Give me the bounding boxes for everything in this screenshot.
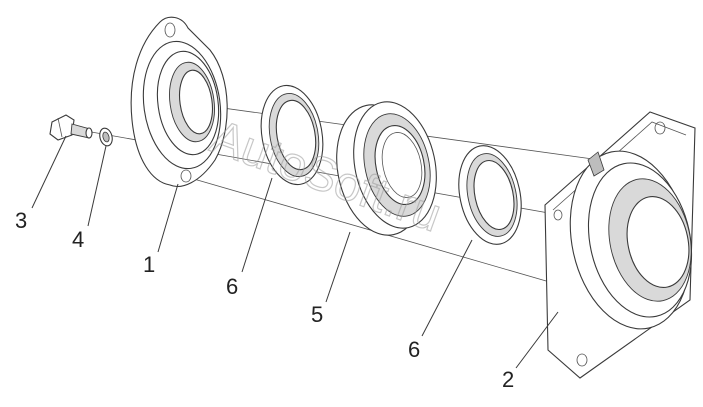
bearing-part: [336, 101, 437, 236]
callout-housing: 2: [502, 367, 514, 392]
callout-seal-right: 6: [408, 337, 420, 362]
bolt-part: [49, 114, 93, 141]
callout-washer: 4: [72, 227, 84, 252]
leader-lines: [31, 135, 559, 369]
callout-cover: 1: [143, 252, 155, 277]
housing-part: [544, 111, 696, 379]
callout-seal-left: 6: [226, 274, 238, 299]
callout-bearing: 5: [311, 302, 323, 327]
seal-right-part: [458, 145, 522, 245]
callouts: 3 4 1 6 5 6 2: [15, 208, 514, 392]
washer-part: [99, 127, 113, 147]
seal-left-part: [260, 84, 324, 186]
callout-bolt: 3: [15, 208, 27, 233]
cover-part: [130, 16, 228, 187]
